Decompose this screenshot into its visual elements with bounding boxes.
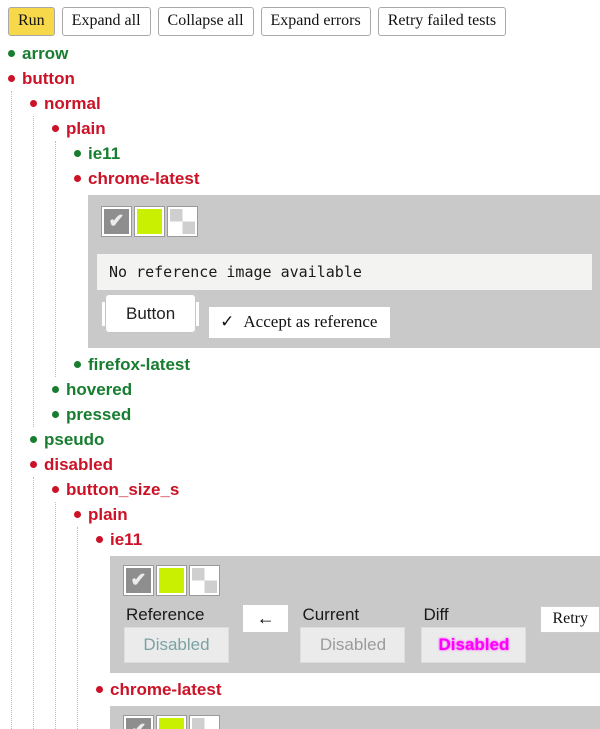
- tree-node-label: plain: [88, 505, 128, 524]
- tree-node-label: button: [22, 69, 75, 88]
- background-switcher: ✔: [102, 207, 600, 236]
- status-dot: [96, 536, 103, 543]
- yellow-background-swatch-icon[interactable]: [135, 207, 164, 236]
- status-dot: [8, 50, 15, 57]
- screenshot-button-image: Button: [105, 294, 197, 333]
- tree-node-label: disabled: [44, 455, 113, 474]
- tree-node-label: normal: [44, 94, 101, 113]
- expand-errors-button[interactable]: Expand errors: [260, 7, 371, 36]
- tree-node-label: chrome-latest: [110, 680, 222, 699]
- tree-node-ie11-2[interactable]: ie11: [96, 527, 600, 552]
- tree-node-chrome-latest[interactable]: chrome-latest: [74, 166, 600, 191]
- checkerboard-background-swatch-icon[interactable]: [168, 207, 197, 236]
- tree-node-disabled[interactable]: disabled: [30, 452, 600, 477]
- comparison-columns: Reference Disabled ← Current Disabled: [124, 605, 600, 663]
- diff-image: Disabled: [421, 627, 527, 663]
- result-panel-partial: ✔: [110, 706, 600, 729]
- left-arrow-icon: ←: [256, 608, 275, 628]
- tree-node-firefox-latest[interactable]: firefox-latest: [74, 352, 600, 377]
- tree-node-ie11[interactable]: ie11: [74, 141, 600, 166]
- yellow-background-swatch-icon[interactable]: [157, 566, 186, 595]
- tree-node-label: pseudo: [44, 430, 105, 449]
- tree-node-button[interactable]: button: [8, 66, 600, 91]
- expand-all-button[interactable]: Expand all: [61, 7, 151, 36]
- tree-node-label: ie11: [110, 530, 143, 549]
- current-column: Current Disabled: [300, 605, 406, 663]
- checkmark-icon: ✔: [108, 211, 125, 232]
- checkmark-icon: ✔: [131, 718, 147, 729]
- checkbox-checked-icon[interactable]: ✔: [102, 207, 131, 236]
- retry-failed-tests-button[interactable]: Retry failed tests: [377, 7, 507, 36]
- status-dot: [30, 100, 37, 107]
- status-dot: [74, 175, 81, 182]
- reference-image: Disabled: [124, 627, 229, 663]
- tree-node-chrome-latest-2[interactable]: chrome-latest: [96, 677, 600, 702]
- tree-node-pseudo[interactable]: pseudo: [30, 427, 600, 452]
- children-of-plain: ie11 chrome-latest ✔ No r: [55, 141, 600, 377]
- status-dot: [52, 386, 59, 393]
- tree-node-label: chrome-latest: [88, 169, 200, 188]
- checkbox-checked-icon[interactable]: ✔: [124, 716, 153, 729]
- children-of-disabled: button_size_s plain ie11: [33, 477, 600, 729]
- result-panel-diff: ✔ Reference Disabled ←: [110, 556, 600, 673]
- checkbox-checked-icon[interactable]: ✔: [124, 566, 153, 595]
- status-dot: [74, 361, 81, 368]
- yellow-background-swatch-icon[interactable]: [157, 716, 186, 729]
- collapse-all-button[interactable]: Collapse all: [157, 7, 254, 36]
- checkerboard-background-swatch-icon[interactable]: [190, 716, 219, 729]
- status-dot: [52, 125, 59, 132]
- tree-node-label: button_size_s: [66, 480, 180, 499]
- tree-node-arrow[interactable]: arrow: [8, 41, 600, 66]
- diff-label: Diff: [423, 605, 449, 624]
- checkmark-icon: ✔: [130, 570, 147, 591]
- current-label: Current: [302, 605, 360, 624]
- no-reference-message: No reference image available: [97, 254, 592, 290]
- status-dot: [52, 411, 59, 418]
- current-screenshot: Button: [102, 294, 200, 333]
- test-suite-tree: arrow button normal plain ie11: [0, 36, 600, 729]
- status-dot: [30, 436, 37, 443]
- run-button[interactable]: Run: [8, 7, 55, 36]
- tree-node-pressed[interactable]: pressed: [52, 402, 600, 427]
- status-dot: [74, 511, 81, 518]
- screenshot-row: Button ✓ Accept as reference: [102, 294, 600, 338]
- tree-node-label: pressed: [66, 405, 132, 424]
- reference-label: Reference: [126, 605, 205, 624]
- tree-node-label: firefox-latest: [88, 355, 191, 374]
- tree-node-hovered[interactable]: hovered: [52, 377, 600, 402]
- background-switcher: ✔: [124, 716, 600, 729]
- tree-node-plain[interactable]: plain: [52, 116, 600, 141]
- toolbar: Run Expand all Collapse all Expand error…: [0, 0, 600, 36]
- checkerboard-background-swatch-icon[interactable]: [190, 566, 219, 595]
- tree-node-button-size-s[interactable]: button_size_s: [52, 477, 600, 502]
- tree-node-plain-2[interactable]: plain: [74, 502, 600, 527]
- children-of-button-size-s: plain ie11 ✔: [55, 502, 600, 729]
- retry-button[interactable]: Retry: [540, 606, 600, 633]
- background-switcher: ✔: [124, 566, 600, 595]
- accept-as-reference-button[interactable]: ✓ Accept as reference: [209, 307, 391, 338]
- accept-check-icon: ✓: [220, 312, 235, 331]
- swap-arrow-button[interactable]: ←: [243, 605, 289, 632]
- tree-node-normal[interactable]: normal: [30, 91, 600, 116]
- current-image: Disabled: [300, 627, 406, 663]
- result-panel-no-reference: ✔ No reference image available Button ✓ …: [88, 195, 600, 348]
- diff-column: Diff Disabled: [421, 605, 527, 663]
- children-of-button: normal plain ie11 chrome-latest: [11, 91, 600, 729]
- tree-node-label: arrow: [22, 44, 69, 63]
- children-of-normal: plain ie11 chrome-latest ✔: [33, 116, 600, 427]
- reference-column: Reference Disabled: [124, 605, 229, 663]
- status-dot: [52, 486, 59, 493]
- status-dot: [8, 75, 15, 82]
- tree-node-label: plain: [66, 119, 106, 138]
- accept-label: Accept as reference: [243, 312, 378, 331]
- status-dot: [30, 461, 37, 468]
- tree-node-label: ie11: [88, 144, 121, 163]
- children-of-plain-2: ie11 ✔ Reference: [77, 527, 600, 729]
- status-dot: [74, 150, 81, 157]
- status-dot: [96, 686, 103, 693]
- tree-node-label: hovered: [66, 380, 133, 399]
